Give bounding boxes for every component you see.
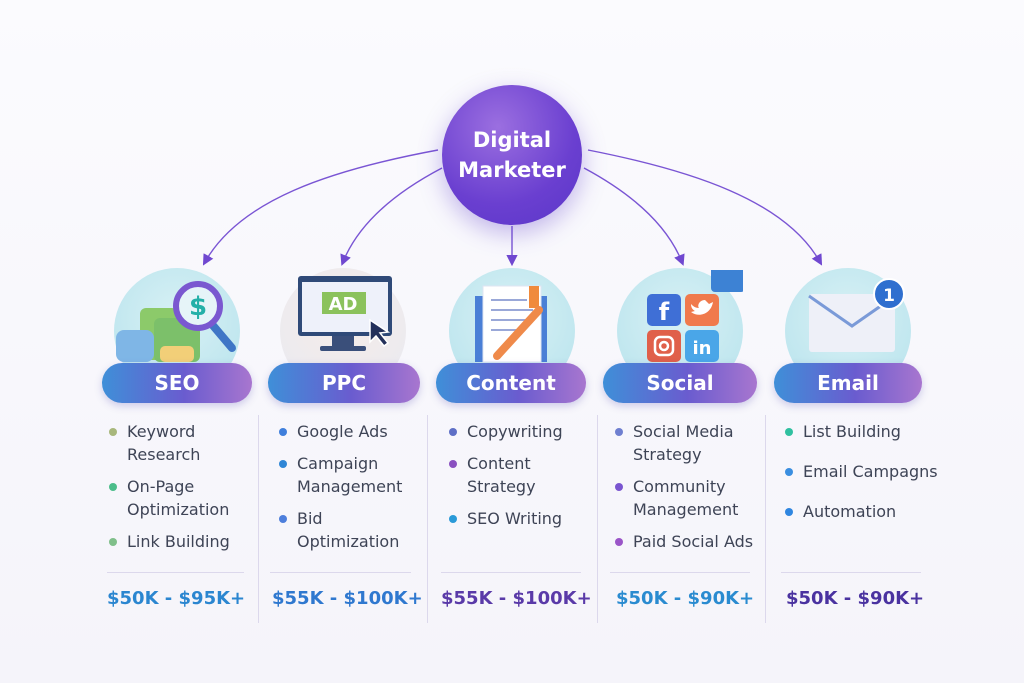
svg-text:f: f — [659, 298, 670, 326]
skill-label: Bid Optimization — [297, 509, 400, 551]
skill-item: Google Ads — [279, 420, 419, 443]
skill-label: Automation — [803, 502, 897, 521]
bullet-dot — [279, 460, 287, 468]
salary-range-social: $50K - $90K+ — [616, 588, 755, 609]
bullet-dot — [279, 428, 287, 436]
bullet-dot — [109, 538, 117, 546]
facebook-icon — [647, 294, 681, 326]
skill-label: Social Media Strategy — [633, 422, 734, 464]
skill-item: Link Building — [109, 530, 237, 553]
salary-range-email: $50K - $90K+ — [786, 588, 925, 609]
bullet-dot — [109, 483, 117, 491]
skill-label: Paid Social Ads — [633, 532, 754, 551]
skill-item: Automation — [785, 500, 960, 523]
skill-label: Keyword Research — [127, 422, 201, 464]
category-pill-email: Email — [774, 363, 922, 403]
svg-text:1: 1 — [883, 286, 895, 306]
hub-title: Digital Marketer — [458, 128, 566, 182]
skill-label: List Building — [803, 422, 901, 441]
salary-range-seo: $50K - $95K+ — [107, 588, 246, 609]
skill-item: Keyword Research — [109, 420, 237, 466]
category-pill-ppc: PPC — [268, 363, 420, 403]
category-pill-seo: SEO — [102, 363, 252, 403]
column-divider — [597, 415, 598, 623]
bullet-dot — [449, 460, 457, 468]
skill-item: Content Strategy — [449, 452, 574, 498]
linkedin-icon — [685, 330, 719, 362]
skill-item: Campaign Management — [279, 452, 419, 498]
content-document-pencil-icon — [475, 285, 547, 363]
category-pill-content: Content — [436, 363, 586, 403]
bullet-dot — [449, 515, 457, 523]
hub-digital-marketer: Digital Marketer — [442, 85, 582, 225]
email-badge — [873, 278, 905, 310]
bullet-dot — [109, 428, 117, 436]
bullet-dot — [615, 483, 623, 491]
divider — [781, 572, 921, 573]
skill-label: On-Page Optimization — [127, 477, 230, 519]
category-pill-social: Social — [603, 363, 757, 403]
bullet-dot — [615, 538, 623, 546]
divider — [441, 572, 581, 573]
bullet-dot — [785, 468, 793, 476]
svg-text:$: $ — [189, 292, 207, 322]
skill-item: List Building — [785, 420, 960, 443]
arrow-seo — [202, 149, 439, 266]
salary-range-content: $55K - $100K+ — [441, 588, 592, 609]
column-divider — [258, 415, 259, 623]
social-media-icons: f in — [647, 270, 743, 362]
instagram-icon — [647, 330, 681, 362]
skill-label: Google Ads — [297, 422, 388, 441]
divider — [610, 572, 750, 573]
skill-label: Campaign Management — [297, 454, 403, 496]
skill-item: On-Page Optimization — [109, 475, 237, 521]
svg-text:in: in — [693, 338, 712, 359]
skill-label: Email Campagns — [803, 462, 938, 481]
skill-item: SEO Writing — [449, 507, 574, 530]
skill-label: SEO Writing — [467, 509, 563, 528]
seo-money-magnifier-icon: $ — [116, 281, 236, 362]
arrow-social — [583, 167, 685, 266]
bullet-dot — [449, 428, 457, 436]
bullet-dot — [785, 508, 793, 516]
social-notification-icon — [711, 270, 743, 292]
svg-text:AD: AD — [329, 294, 358, 315]
skill-label: Link Building — [127, 532, 230, 551]
salary-range-ppc: $55K - $100K+ — [272, 588, 423, 609]
column-divider — [765, 415, 766, 623]
email-envelope-icon: 1 — [808, 278, 905, 352]
divider — [107, 572, 244, 573]
skill-item: Paid Social Ads — [615, 530, 760, 553]
ppc-monitor-ad-icon: AD — [298, 276, 392, 351]
skill-label: Content Strategy — [467, 454, 536, 496]
divider — [270, 572, 411, 573]
skill-label: Community Management — [633, 477, 739, 519]
skill-item: Community Management — [615, 475, 760, 521]
arrow-ppc — [340, 167, 443, 266]
skill-item: Email Campagns — [785, 460, 960, 483]
skill-item: Social Media Strategy — [615, 420, 760, 466]
bullet-dot — [785, 428, 793, 436]
bullet-dot — [279, 515, 287, 523]
column-divider — [427, 415, 428, 623]
skill-item: Bid Optimization — [279, 507, 419, 553]
arrow-email — [587, 149, 823, 266]
skill-label: Copywriting — [467, 422, 563, 441]
skill-item: Copywriting — [449, 420, 574, 443]
bullet-dot — [615, 428, 623, 436]
